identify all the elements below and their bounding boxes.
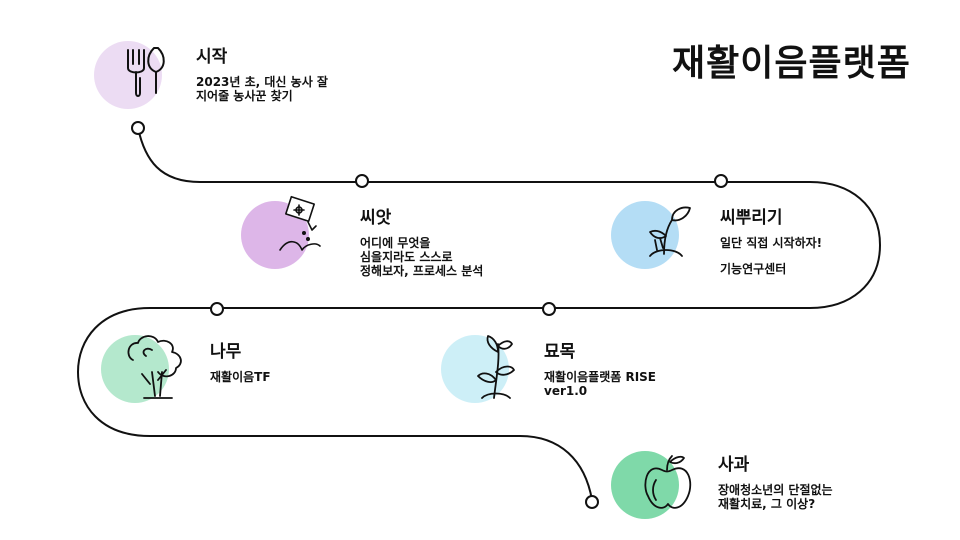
stage-seedling: 묘목 재활이음플랫폼 RISE ver1.0	[544, 342, 656, 398]
seedling-icon	[477, 335, 515, 399]
stage-description: 2023년 초, 대신 농사 잘 지어줄 농사꾼 찾기	[196, 75, 328, 103]
stage-circle-seed	[241, 201, 309, 269]
stage-seed: 씨앗 어디에 무엇을 심을지라도 스스로 정해보자, 프로세스 분석	[360, 208, 483, 278]
stage-description: 일단 직접 시작하자!	[720, 236, 823, 250]
stage-tree: 나무 재활이음TF	[210, 342, 271, 384]
stage-circle-tree	[101, 335, 169, 403]
stage-title: 사과	[718, 455, 750, 475]
timeline-node	[355, 174, 369, 188]
timeline-node	[585, 495, 599, 509]
stage-description: 어디에 무엇을 심을지라도 스스로 정해보자, 프로세스 분석	[360, 236, 484, 278]
timeline-node	[714, 174, 728, 188]
stage-circle-seedling	[441, 335, 509, 403]
timeline-node	[131, 121, 145, 135]
fork-trowel-icon	[127, 47, 165, 97]
timeline-node	[542, 302, 556, 316]
stage-description: 재활이음플랫폼 RISE ver1.0	[544, 370, 657, 398]
stage-circle-sprout	[611, 201, 679, 269]
sprout-icon	[649, 206, 691, 257]
seed-packet-icon	[279, 195, 321, 251]
stage-title: 씨앗	[360, 208, 392, 228]
stage-sprout: 씨뿌리기 일단 직접 시작하자! 기능연구센터	[720, 208, 822, 276]
tree-icon	[127, 335, 182, 399]
stage-title: 묘목	[544, 342, 576, 362]
apple-icon	[644, 455, 692, 509]
timeline-node	[210, 302, 224, 316]
timeline-path	[76, 127, 882, 501]
stage-description: 장애청소년의 단절없는 재활치료, 그 이상?	[718, 483, 833, 511]
stage-extra: 기능연구센터	[720, 262, 787, 276]
page-title: 재활이음플랫폼	[672, 43, 911, 84]
stage-start: 시작 2023년 초, 대신 농사 잘 지어줄 농사꾼 찾기	[196, 47, 328, 103]
stage-title: 나무	[210, 342, 242, 362]
stage-title: 씨뿌리기	[720, 208, 783, 228]
stage-description: 재활이음TF	[210, 370, 271, 384]
stage-apple: 사과 장애청소년의 단절없는 재활치료, 그 이상?	[718, 455, 833, 511]
stage-title: 시작	[196, 47, 228, 67]
